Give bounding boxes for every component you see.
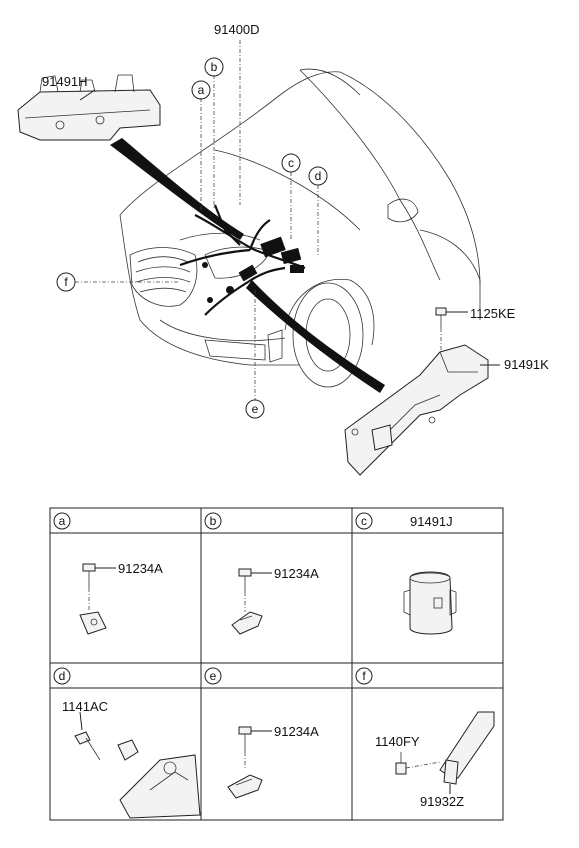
svg-text:b: b: [210, 514, 217, 528]
label-left-bracket: 91491H: [42, 74, 88, 89]
bracket-91491k: [344, 344, 489, 476]
cell-f-drawing: [395, 711, 495, 794]
svg-text:a: a: [198, 83, 205, 97]
car-outline: [119, 68, 481, 388]
cell-a-header: a: [53, 512, 71, 530]
svg-text:e: e: [252, 402, 259, 416]
band-shapes: [110, 138, 385, 393]
svg-text:a: a: [59, 514, 66, 528]
cell-e-header: e: [204, 667, 222, 685]
cell-e-part: 91234A: [274, 724, 319, 739]
svg-text:c: c: [288, 156, 294, 170]
cell-e-drawing: [227, 726, 272, 799]
svg-text:d: d: [59, 669, 66, 683]
cell-f-part: 1140FY: [375, 734, 420, 749]
cell-c-title: 91491J: [410, 514, 453, 529]
wiring-harness: [179, 204, 306, 316]
callout-b: b: [204, 57, 224, 77]
callout-e: e: [245, 399, 265, 419]
leader-lines: [75, 40, 500, 400]
cell-c-header: c 91491J: [355, 512, 453, 530]
parts-table: [49, 507, 504, 821]
svg-text:c: c: [361, 514, 367, 528]
svg-text:d: d: [315, 169, 322, 183]
cell-d-drawing: [74, 711, 201, 819]
label-harness: 91400D: [214, 22, 260, 37]
callout-a: a: [191, 80, 211, 100]
cell-a-drawing: [79, 563, 116, 635]
callout-f: f: [56, 272, 76, 292]
bolt-1125ke: [435, 307, 468, 352]
callout-d: d: [308, 166, 328, 186]
callout-c: c: [281, 153, 301, 173]
svg-text:b: b: [211, 60, 218, 74]
cell-b-drawing: [231, 568, 272, 635]
cell-b-part: 91234A: [274, 566, 319, 581]
cell-b-header: b: [204, 512, 222, 530]
svg-text:f: f: [64, 275, 68, 289]
cell-c-drawing: [403, 571, 457, 635]
svg-text:f: f: [362, 669, 366, 683]
bracket-91491h: [17, 74, 161, 141]
cell-d-part: 1141AC: [62, 699, 108, 714]
label-bolt-right: 1125KE: [470, 306, 516, 321]
cell-f-part2: 91932Z: [420, 794, 464, 809]
cell-a-part: 91234A: [118, 561, 163, 576]
cell-f-header: f: [355, 667, 373, 685]
cell-d-header: d: [53, 667, 71, 685]
svg-text:e: e: [210, 669, 217, 683]
label-right-bracket: 91491K: [504, 357, 549, 372]
